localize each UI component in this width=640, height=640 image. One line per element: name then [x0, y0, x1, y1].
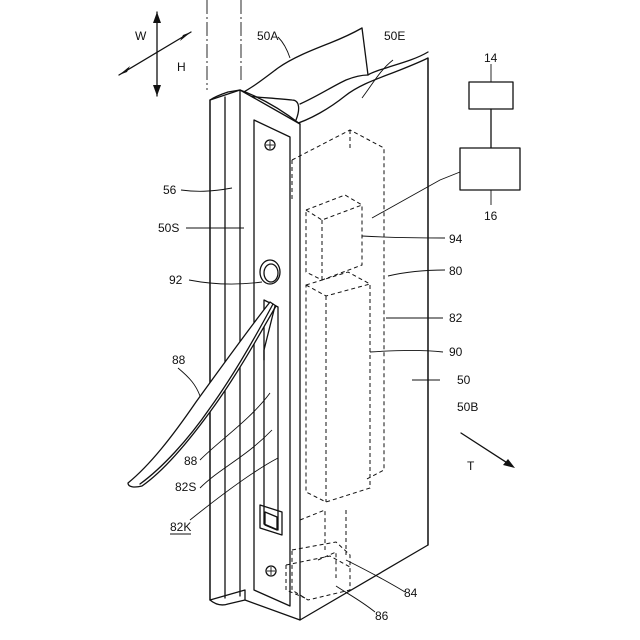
box-16	[460, 148, 520, 190]
box-14	[469, 82, 513, 109]
label-82s: 82S	[175, 480, 196, 494]
label-16: 16	[484, 209, 498, 223]
label-w: W	[135, 29, 147, 43]
label-90: 90	[449, 345, 463, 359]
label-56: 56	[163, 183, 177, 197]
front-plate	[210, 90, 300, 620]
label-86: 86	[375, 609, 389, 623]
label-80: 80	[449, 264, 463, 278]
label-50: 50	[457, 373, 471, 387]
label-50e: 50E	[384, 29, 405, 43]
label-50s: 50S	[158, 221, 179, 235]
label-88-bottom: 88	[184, 454, 198, 468]
slot	[264, 300, 278, 530]
label-92: 92	[169, 273, 183, 287]
label-82k: 82K	[170, 520, 191, 534]
label-h: H	[177, 60, 186, 74]
label-50b: 50B	[457, 400, 478, 414]
label-94: 94	[449, 232, 463, 246]
label-82: 82	[449, 311, 463, 325]
label-88-top: 88	[172, 353, 186, 367]
direction-indicator	[119, 12, 191, 96]
label-84: 84	[404, 586, 418, 600]
label-50a: 50A	[257, 29, 278, 43]
label-t: T	[467, 459, 475, 473]
label-14: 14	[484, 51, 498, 65]
